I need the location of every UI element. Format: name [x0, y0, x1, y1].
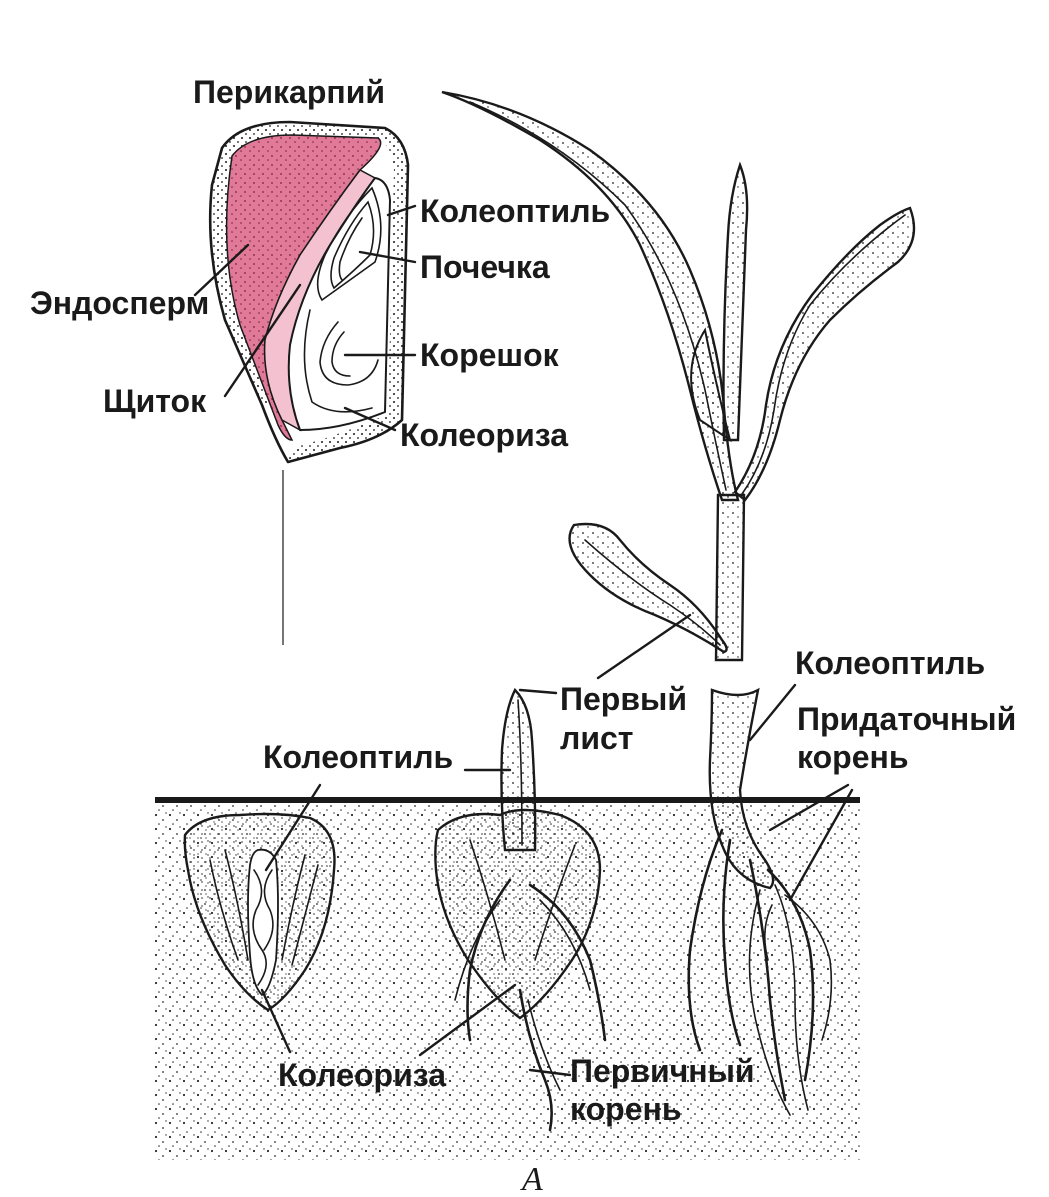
label-coleoptile-mid: Колеоптиль: [263, 739, 453, 775]
label-coleoptile-seed: Колеоптиль: [420, 193, 610, 229]
label-radicle: Корешок: [420, 337, 560, 373]
label-coleorhiza-bottom: Колеориза: [278, 1057, 446, 1093]
label-adventitious-root-line1: Придаточный: [797, 701, 1016, 737]
seed-cross-section: [208, 120, 410, 645]
figure-caption: А: [520, 1161, 543, 1197]
label-primary-root-line2: корень: [570, 1091, 681, 1127]
grown-seedling: [441, 90, 916, 1116]
label-endosperm: Эндосперм: [30, 285, 209, 321]
label-pericarp: Перикарпий: [193, 74, 385, 110]
label-first-leaf-line1: Первый: [560, 681, 687, 717]
label-scutellum: Щиток: [103, 383, 207, 419]
label-coleoptile-right: Колеоптиль: [795, 645, 985, 681]
label-primary-root-line1: Первичный: [570, 1053, 755, 1089]
seed-leader-lines: [193, 204, 417, 432]
label-coleorhiza-seed: Колеориза: [400, 417, 568, 453]
label-first-leaf-line2: лист: [560, 720, 633, 756]
left-seed: [183, 812, 336, 1012]
label-plumule: Почечка: [420, 249, 550, 285]
label-adventitious-root-line2: корень: [797, 739, 908, 775]
plant-leader-lines: [260, 613, 854, 1077]
labels: Перикарпий Эндосперм Колеоптиль Почечка …: [30, 74, 1016, 1197]
